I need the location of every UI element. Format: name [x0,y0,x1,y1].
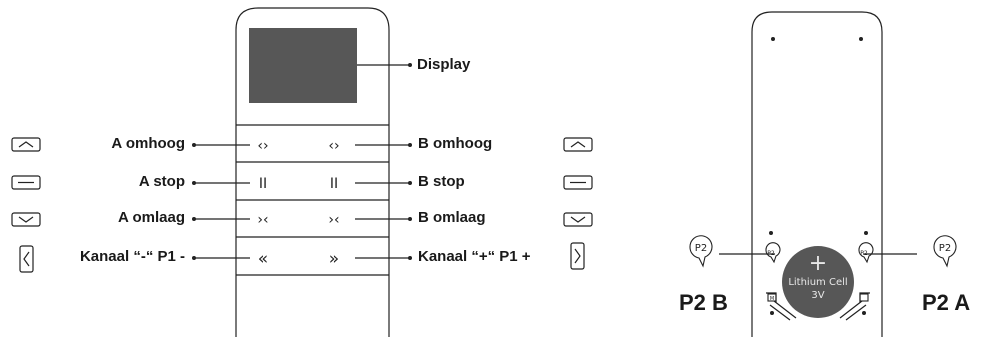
prev-channel-symbol: « [258,249,268,269]
back-dots [769,37,868,315]
down-symbol-b: ›‹ [328,212,339,228]
p2-pins [689,235,957,302]
channel-minus-label: Kanaal “-“ P1 - [79,248,185,265]
a-stop-label: A stop [138,173,185,190]
p2-pin-icon [858,242,874,264]
p2-tag-small: P2 [860,250,868,257]
front-remote [194,7,410,337]
battery-line1: Lithium Cell [788,277,847,288]
minus-icon [11,175,41,190]
p2a-label: P2 A [922,290,971,315]
a-up-label: A omhoog [111,135,185,152]
remote-body-outline [235,7,390,337]
m-tag: M [770,296,774,302]
stop-symbol-b: II [330,176,338,192]
battery-line2: 3V [811,290,824,301]
back-remote [719,11,917,337]
p2-tag-large: P2 [695,243,707,254]
side-icons-right [563,137,593,270]
p2-pin-large-icon [933,235,957,268]
display-screen [249,28,357,103]
chevron-right-icon [570,242,585,270]
m-key-icon [767,293,777,302]
side-icons-left [11,137,41,273]
chevron-down-icon [563,212,593,227]
battery-plus: + [809,251,827,276]
clock-key-icon [859,293,869,302]
p2-pin-icon [765,242,781,264]
leader-dots [192,63,412,260]
p2-pin-large-icon [689,235,713,268]
p2-tag-small: P2 [767,250,775,257]
stop-symbol-a: II [259,176,267,192]
up-symbol-a: ‹› [257,138,268,154]
battery-coin [782,246,854,318]
chevron-up-icon [11,137,41,152]
m-slot [769,300,797,321]
a-down-label: A omlaag [118,209,185,226]
chevron-left-icon [19,245,34,273]
down-symbol-a: ›‹ [257,212,268,228]
minus-icon [563,175,593,190]
p2b-label: P2 B [679,290,728,315]
chevron-up-icon [563,137,593,152]
b-up-label: B omhoog [418,135,493,152]
next-channel-symbol: » [329,249,339,269]
p2-tag-large: P2 [939,243,951,254]
back-body-outline [751,11,883,337]
chevron-down-icon [11,212,41,227]
button-symbols: ‹› ‹› II II ›‹ ›‹ « » [257,138,339,269]
channel-plus-label: Kanaal “+“ P1 + [418,248,531,265]
up-symbol-b: ‹› [328,138,339,154]
display-label: Display [417,56,471,73]
right-slot [839,300,867,321]
b-down-label: B omlaag [418,209,486,226]
b-stop-label: B stop [418,173,465,190]
